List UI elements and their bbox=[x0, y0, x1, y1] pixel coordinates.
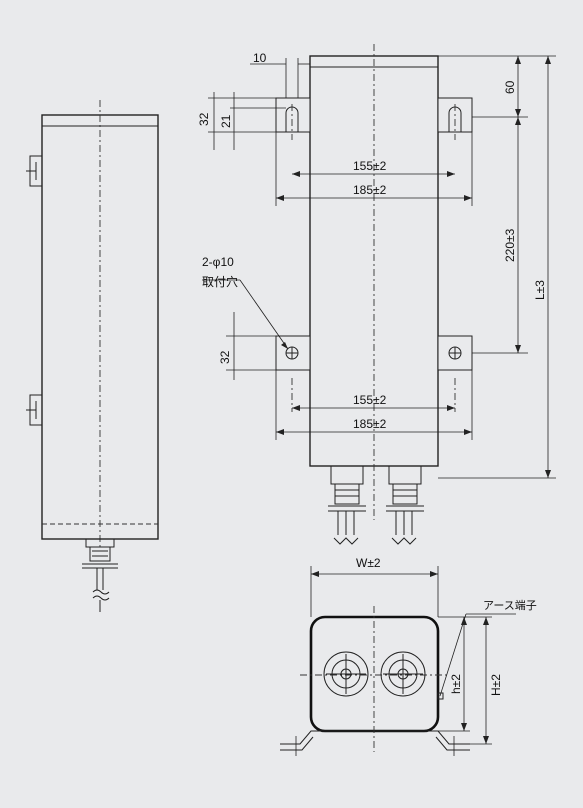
front-terminal-right bbox=[386, 465, 424, 545]
side-view bbox=[26, 100, 159, 612]
dim-label-pitch-vertical: 220±3 bbox=[503, 228, 517, 262]
end-bushing-left bbox=[323, 651, 369, 697]
bottom-left-bracket bbox=[275, 335, 311, 412]
side-tab-top bbox=[26, 155, 43, 187]
dim-bottom-tab bbox=[226, 312, 276, 380]
bottom-right-bracket bbox=[437, 335, 473, 412]
end-view bbox=[280, 566, 516, 756]
side-terminal-bushing bbox=[82, 538, 118, 612]
end-base-bracket bbox=[280, 730, 470, 756]
front-terminal-left bbox=[328, 465, 366, 545]
dim-verticals-right bbox=[438, 55, 556, 479]
hole-leader bbox=[202, 279, 289, 350]
dim-label-slot-height-inner: 21 bbox=[219, 114, 233, 128]
hole-note-spec: 2-φ10 bbox=[202, 255, 234, 269]
dim-label-inner-span-bottom: 155±2 bbox=[353, 393, 387, 407]
dim-label-outer-span-top: 185±2 bbox=[353, 183, 387, 197]
dim-label-outer-span-bottom: 185±2 bbox=[353, 417, 387, 431]
dim-spans-top bbox=[275, 132, 473, 206]
dim-label-bottom-tab-height: 32 bbox=[218, 350, 232, 364]
side-tab-bottom bbox=[26, 394, 43, 426]
top-left-bracket bbox=[275, 97, 311, 140]
dim-label-outer-height: H±2 bbox=[489, 674, 503, 696]
dim-heights bbox=[438, 616, 492, 745]
dim-label-width: W±2 bbox=[356, 556, 381, 570]
dim-label-slot-height-outer: 32 bbox=[197, 112, 211, 126]
dim-width bbox=[310, 566, 439, 617]
dim-slot-width bbox=[250, 58, 310, 98]
earth-terminal bbox=[437, 613, 516, 700]
earth-terminal-label: アース端子 bbox=[483, 600, 537, 612]
dim-label-top-offset: 60 bbox=[503, 80, 517, 94]
end-bushing-right bbox=[380, 651, 426, 697]
dim-spans-bottom bbox=[275, 370, 473, 440]
hole-note-text: 取付穴 bbox=[202, 275, 239, 289]
front-view bbox=[202, 44, 556, 545]
dim-label-inner-span-top: 155±2 bbox=[353, 159, 387, 173]
dim-label-overall-length: L±3 bbox=[533, 280, 547, 300]
dim-label-slot-width: 10 bbox=[253, 51, 267, 65]
dim-label-inner-height: h±2 bbox=[449, 674, 463, 694]
dim-slot-heights bbox=[208, 92, 286, 150]
top-right-bracket bbox=[437, 97, 473, 140]
